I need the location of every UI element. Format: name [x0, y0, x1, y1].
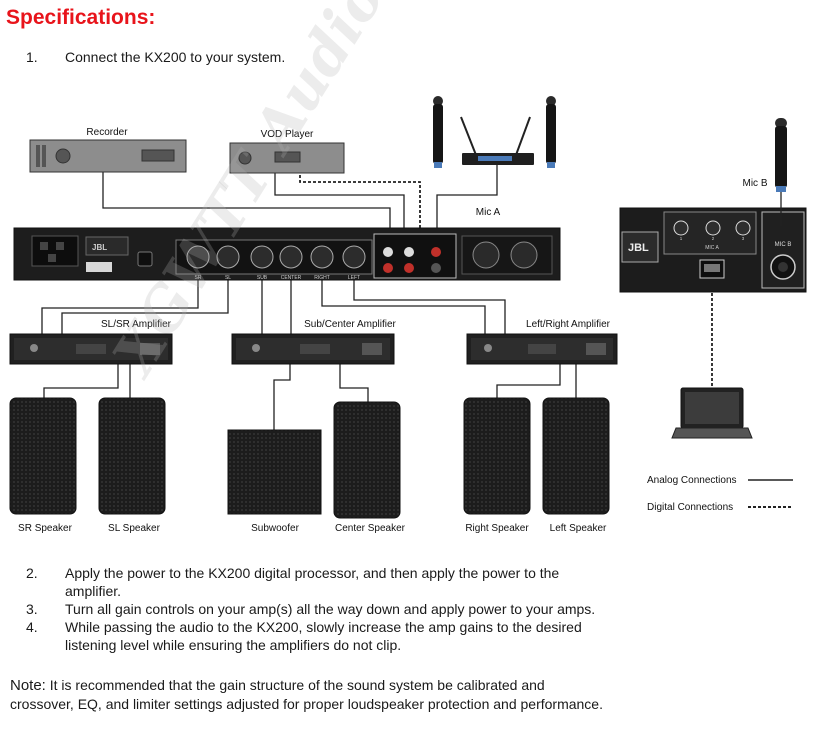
speaker-sr [9, 397, 77, 515]
legend-digital-label: Digital Connections [647, 502, 733, 513]
kx200-rear-panel: JBL [13, 227, 561, 281]
mic-b-panel-label: MIC B [775, 242, 792, 248]
side-panel-brand-text: JBL [628, 242, 649, 254]
xlr-label: SL [225, 275, 231, 281]
step-text-continued: listening level while ensuring the ampli… [65, 637, 402, 653]
mic-a-label: Mic A [476, 207, 501, 218]
xlr-output-left: LEFT [342, 245, 366, 281]
xlr-output-sub: SUB [250, 245, 274, 281]
page-title: Specifications: [6, 6, 156, 29]
step-text: While passing the audio to the KX200, sl… [65, 619, 582, 635]
step-number: 1. [26, 49, 38, 65]
handheld-mic-a2-icon [546, 96, 556, 168]
step-3: 3. Turn all gain controls on your amp(s)… [26, 600, 626, 618]
mic-a-port-label: 2 [712, 236, 715, 241]
xlr-output-sl: SL [216, 245, 240, 281]
speaker-right [463, 397, 531, 515]
xlr-label: CENTER [281, 275, 302, 281]
amp-sl-sr [9, 333, 173, 365]
amp-sl-sr-label: SL/SR Amplifier [101, 319, 172, 330]
step-1: 1. Connect the KX200 to your system. [26, 48, 626, 66]
speaker-subwoofer [227, 429, 322, 515]
xlr-label: SR [195, 275, 202, 281]
vod-player-device [229, 142, 345, 174]
xlr-label: SUB [257, 275, 268, 281]
note-label: Note: [10, 677, 46, 694]
step-number: 4. [26, 619, 38, 635]
speaker-left-label: Left Speaker [550, 523, 607, 534]
note-text: It is recommended that the gain structur… [10, 677, 603, 712]
step-number: 3. [26, 601, 38, 617]
laptop-icon [671, 387, 753, 439]
xlr-output-right: RIGHT [310, 245, 334, 281]
handheld-mic-b-icon [775, 118, 787, 226]
speaker-sl [98, 397, 166, 515]
subwoofer-label: Subwoofer [251, 523, 299, 534]
step-text-continued: amplifier. [65, 583, 122, 599]
speaker-sl-label: SL Speaker [108, 523, 161, 534]
recorder-label: Recorder [86, 127, 128, 138]
legend-analog-label: Analog Connections [647, 475, 737, 486]
speaker-center-label: Center Speaker [335, 523, 406, 534]
handheld-mic-a1-icon [433, 96, 443, 168]
xlr-output-row: SR SL SUB CENTER RIGHT LEFT [186, 245, 366, 281]
vod-player-label: VOD Player [261, 129, 314, 140]
speaker-right-label: Right Speaker [465, 523, 529, 534]
xlr-output-sr: SR [186, 245, 210, 281]
xlr-label: LEFT [348, 275, 360, 281]
mic-a-port-label: 1 [680, 236, 683, 241]
mic-a-port-label: 3 [742, 236, 745, 241]
wireless-receiver [460, 116, 534, 165]
amp-left-right-label: Left/Right Amplifier [526, 319, 611, 330]
xlr-output-center: CENTER [279, 245, 303, 281]
mic-a-panel-label: MIC A [705, 245, 719, 251]
xlr-label: RIGHT [314, 275, 330, 281]
step-text: Connect the KX200 to your system. [65, 49, 286, 65]
speaker-left [542, 397, 610, 515]
mic-b-label: Mic B [743, 178, 768, 189]
amp-left-right [466, 333, 618, 365]
legend: Analog Connections Digital Connections [647, 475, 793, 513]
kx200-side-panel: JBL 1 2 3 MIC A MIC B [619, 207, 807, 293]
amp-sub-center [231, 333, 395, 365]
step-4: 4. While passing the audio to the KX200,… [26, 618, 626, 654]
step-text: Apply the power to the KX200 digital pro… [65, 565, 560, 581]
step-2: 2. Apply the power to the KX200 digital … [26, 564, 616, 600]
note-paragraph: Note: It is recommended that the gain st… [10, 676, 610, 714]
step-text: Turn all gain controls on your amp(s) al… [65, 601, 596, 617]
amp-sub-center-label: Sub/Center Amplifier [304, 319, 396, 330]
speaker-sr-label: SR Speaker [18, 523, 73, 534]
analog-wires [41, 165, 577, 432]
kx200-brand-text: JBL [92, 243, 107, 252]
step-number: 2. [26, 565, 38, 581]
speaker-center [333, 401, 401, 519]
recorder-device [29, 139, 187, 173]
